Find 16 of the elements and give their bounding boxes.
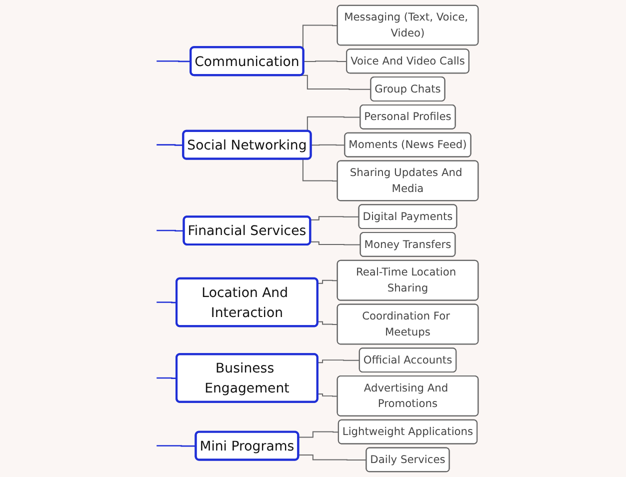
connector xyxy=(310,144,346,146)
connector xyxy=(317,321,338,326)
connector xyxy=(310,241,362,246)
connector xyxy=(156,377,178,379)
connector xyxy=(317,394,338,397)
connector xyxy=(156,144,184,146)
connector xyxy=(317,360,360,364)
connector xyxy=(298,454,368,461)
connector xyxy=(298,431,340,438)
connector xyxy=(156,445,196,447)
connector xyxy=(156,230,184,232)
connector xyxy=(310,216,360,220)
connector xyxy=(156,60,192,62)
connector xyxy=(156,302,178,304)
connector xyxy=(317,280,338,284)
connector xyxy=(303,60,348,62)
